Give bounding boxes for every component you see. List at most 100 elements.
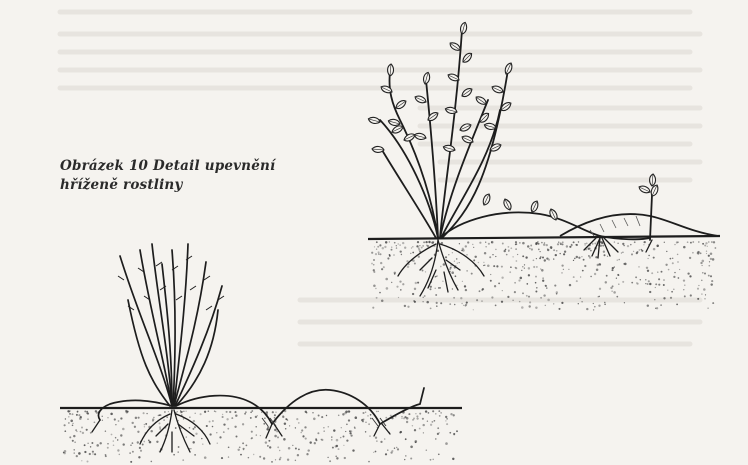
- soil-speckle: [553, 249, 555, 251]
- soil-speckle: [244, 413, 246, 415]
- soil-speckle: [204, 411, 206, 413]
- soil-speckle: [584, 243, 585, 244]
- soil-speckle: [514, 282, 516, 284]
- soil-speckle: [335, 455, 337, 457]
- soil-speckle: [614, 266, 615, 267]
- soil-speckle: [145, 423, 147, 425]
- soil-speckle: [385, 241, 387, 243]
- soil-speckle: [412, 246, 414, 248]
- soil-speckle: [543, 294, 545, 296]
- soil-speckle: [300, 432, 302, 434]
- soil-speckle: [417, 282, 419, 284]
- soil-speckle: [349, 432, 351, 434]
- soil-speckle: [376, 249, 377, 250]
- soil-speckle: [473, 309, 474, 310]
- soil-speckle: [610, 287, 612, 289]
- soil-speckle: [491, 296, 493, 298]
- soil-speckle: [408, 413, 410, 415]
- soil-speckle: [604, 303, 606, 305]
- soil-speckle: [488, 243, 490, 245]
- soil-speckle: [143, 412, 145, 414]
- soil-speckle: [502, 290, 503, 291]
- soil-speckle: [317, 432, 319, 434]
- soil-speckle: [399, 244, 400, 245]
- soil-speckle: [361, 419, 364, 422]
- soil-speckle: [512, 256, 513, 257]
- soil-speckle: [538, 243, 540, 245]
- soil-speckle: [558, 241, 559, 242]
- soil-speckle: [274, 429, 277, 432]
- soil-speckle: [387, 449, 388, 450]
- soil-speckle: [416, 245, 418, 247]
- soil-speckle: [490, 280, 492, 282]
- soil-speckle: [671, 291, 673, 293]
- soil-speckle: [63, 452, 65, 454]
- soil-speckle: [556, 293, 558, 295]
- soil-speckle: [401, 254, 402, 255]
- soil-speckle: [371, 263, 373, 265]
- soil-speckle: [143, 441, 145, 443]
- soil-speckle: [295, 448, 297, 450]
- soil-speckle: [495, 305, 497, 307]
- soil-speckle: [275, 411, 276, 412]
- soil-speckle: [406, 421, 408, 423]
- soil-speckle: [448, 254, 449, 255]
- soil-speckle: [593, 303, 594, 304]
- soil-speckle: [529, 248, 531, 250]
- soil-speckle: [394, 273, 396, 275]
- soil-speckle: [668, 269, 670, 271]
- soil-speckle: [672, 258, 673, 259]
- soil-speckle: [556, 250, 558, 252]
- soil-speckle: [450, 267, 452, 269]
- soil-speckle: [603, 251, 605, 253]
- soil-speckle: [73, 449, 74, 450]
- soil-speckle: [194, 413, 195, 414]
- soil-speckle: [87, 443, 88, 444]
- soil-speckle: [120, 434, 122, 436]
- soil-speckle: [227, 428, 229, 430]
- soil-speckle: [412, 425, 413, 426]
- soil-speckle: [712, 258, 715, 261]
- soil-speckle: [242, 442, 244, 444]
- soil-speckle: [70, 420, 73, 423]
- soil-speckle: [648, 255, 649, 256]
- soil-speckle: [365, 431, 366, 432]
- soil-speckle: [568, 269, 569, 270]
- soil-speckle: [553, 258, 554, 259]
- soil-speckle: [508, 249, 510, 251]
- soil-speckle: [425, 410, 427, 412]
- soil-speckle: [528, 267, 530, 269]
- soil-speckle: [253, 454, 254, 455]
- soil-speckle: [530, 245, 532, 247]
- soil-speckle: [621, 252, 622, 253]
- soil-speckle: [471, 273, 473, 275]
- soil-speckle: [607, 256, 608, 257]
- soil-speckle: [561, 272, 563, 274]
- soil-speckle: [571, 244, 573, 246]
- soil-speckle: [336, 439, 339, 442]
- soil-speckle: [536, 258, 537, 259]
- soil-speckle: [430, 459, 432, 461]
- soil-speckle: [536, 266, 537, 267]
- soil-speckle: [697, 252, 699, 254]
- soil-speckle: [201, 438, 202, 439]
- soil-speckle: [410, 253, 411, 254]
- soil-speckle: [594, 242, 596, 244]
- soil-speckle: [573, 241, 575, 243]
- soil-speckle: [185, 410, 186, 411]
- soil-speckle: [374, 246, 375, 247]
- soil-speckle: [150, 430, 152, 432]
- soil-speckle: [446, 418, 447, 419]
- soil-speckle: [305, 411, 307, 413]
- soil-speckle: [251, 438, 253, 440]
- soil-speckle: [550, 246, 553, 249]
- soil-speckle: [419, 428, 421, 430]
- soil-speckle: [698, 285, 699, 286]
- soil-speckle: [645, 279, 646, 280]
- soil-speckle: [72, 440, 74, 442]
- soil-speckle: [436, 305, 438, 307]
- soil-speckle: [683, 279, 685, 281]
- soil-speckle: [466, 302, 468, 304]
- soil-speckle: [365, 422, 366, 423]
- soil-speckle: [474, 256, 476, 258]
